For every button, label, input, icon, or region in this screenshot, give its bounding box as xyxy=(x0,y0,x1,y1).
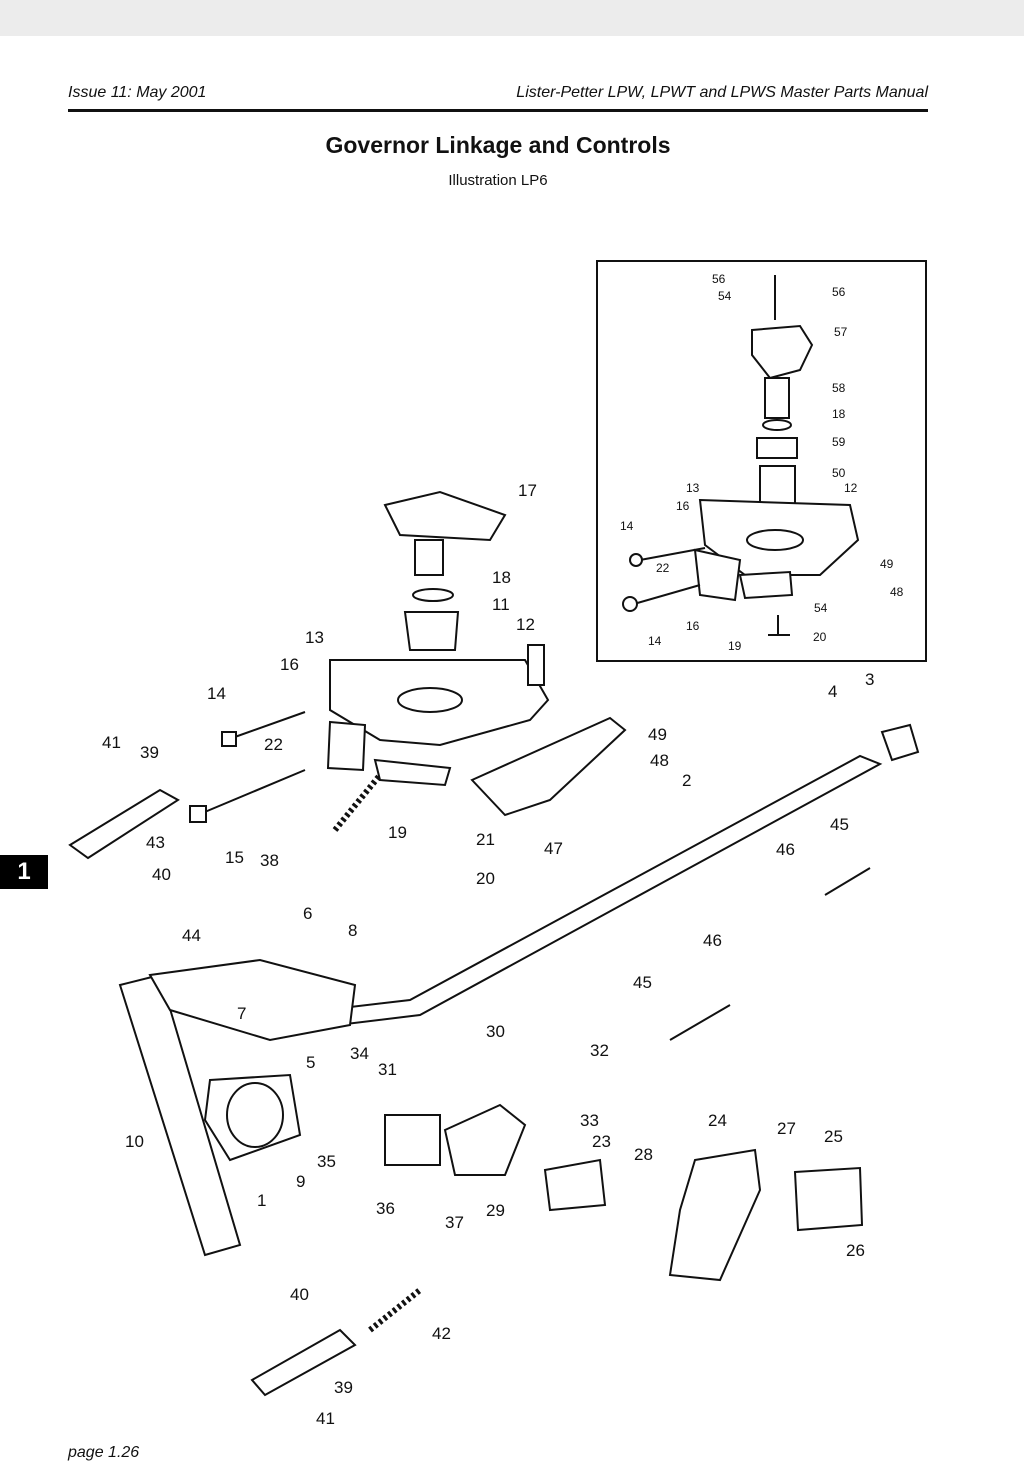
callout-label: 30 xyxy=(486,1022,505,1041)
callout-label: 4 xyxy=(828,682,837,701)
callout-label: 22 xyxy=(264,735,283,754)
callout-label: 39 xyxy=(140,743,159,762)
main-callouts: 17 18 11 13 12 16 14 22 4 3 49 48 2 41 3… xyxy=(102,481,874,1428)
document-page xyxy=(0,36,1024,1469)
illustration-caption: Illustration LP6 xyxy=(448,172,548,189)
callout-label: 8 xyxy=(348,921,357,940)
callout-label: 42 xyxy=(432,1324,451,1343)
callout-label: 15 xyxy=(225,848,244,867)
callout-label: 10 xyxy=(125,1132,144,1151)
inset-callouts: 56 54 56 57 58 18 59 50 13 16 12 14 22 4… xyxy=(620,272,904,653)
callout-label: 57 xyxy=(834,325,848,339)
callout-label: 12 xyxy=(844,481,858,495)
callout-label: 19 xyxy=(388,823,407,842)
callout-label: 2 xyxy=(682,771,691,790)
callout-label: 54 xyxy=(718,289,732,303)
callout-label: 34 xyxy=(350,1044,369,1063)
callout-label: 18 xyxy=(832,407,846,421)
callout-label: 9 xyxy=(296,1172,305,1191)
callout-label: 16 xyxy=(280,655,299,674)
callout-label: 41 xyxy=(102,733,121,752)
callout-label: 16 xyxy=(676,499,690,513)
callout-label: 29 xyxy=(486,1201,505,1220)
callout-label: 11 xyxy=(492,595,510,614)
callout-label: 40 xyxy=(290,1285,309,1304)
callout-label: 45 xyxy=(830,815,849,834)
callout-label: 50 xyxy=(832,466,846,480)
manual-title-header: Lister-Petter LPW, LPWT and LPWS Master … xyxy=(516,84,928,101)
callout-label: 14 xyxy=(648,634,662,648)
header-rule xyxy=(68,109,928,112)
callout-label: 21 xyxy=(476,830,495,849)
callout-label: 3 xyxy=(865,670,874,689)
section-tab[interactable]: 1 xyxy=(0,855,48,889)
callout-label: 1 xyxy=(257,1191,266,1210)
callout-label: 25 xyxy=(824,1127,843,1146)
callout-label: 17 xyxy=(518,481,537,500)
callout-label: 40 xyxy=(152,865,171,884)
callout-label: 44 xyxy=(182,926,201,945)
inset-drawing xyxy=(622,275,860,636)
callout-label: 46 xyxy=(703,931,722,950)
inset-frame xyxy=(596,260,927,662)
callout-label: 18 xyxy=(492,568,511,587)
callout-label: 56 xyxy=(712,272,726,286)
callout-label: 32 xyxy=(590,1041,609,1060)
callout-label: 19 xyxy=(728,639,742,653)
callout-label: 31 xyxy=(378,1060,397,1079)
callout-label: 13 xyxy=(305,628,324,647)
callout-label: 37 xyxy=(445,1213,464,1232)
callout-label: 59 xyxy=(832,435,846,449)
callout-label: 13 xyxy=(686,481,700,495)
callout-label: 49 xyxy=(880,557,894,571)
callout-label: 48 xyxy=(650,751,669,770)
callout-label: 49 xyxy=(648,725,667,744)
callout-label: 14 xyxy=(207,684,226,703)
main-drawing xyxy=(68,490,920,1397)
callout-label: 20 xyxy=(476,869,495,888)
callout-label: 47 xyxy=(544,839,563,858)
callout-label: 36 xyxy=(376,1199,395,1218)
page-title: Governor Linkage and Controls xyxy=(325,132,671,158)
callout-label: 12 xyxy=(516,615,535,634)
callout-label: 27 xyxy=(777,1119,796,1138)
callout-label: 38 xyxy=(260,851,279,870)
callout-label: 41 xyxy=(316,1409,335,1428)
callout-label: 39 xyxy=(334,1378,353,1397)
callout-label: 48 xyxy=(890,585,904,599)
callout-label: 5 xyxy=(306,1053,315,1072)
callout-label: 54 xyxy=(814,601,828,615)
callout-label: 26 xyxy=(846,1241,865,1260)
callout-label: 35 xyxy=(317,1152,336,1171)
page-number: page 1.26 xyxy=(68,1444,140,1461)
callout-label: 23 xyxy=(592,1132,611,1151)
callout-label: 7 xyxy=(237,1004,246,1023)
callout-label: 33 xyxy=(580,1111,599,1130)
callout-label: 58 xyxy=(832,381,846,395)
viewer-top-bar xyxy=(0,0,1024,36)
callout-label: 46 xyxy=(776,840,795,859)
callout-label: 20 xyxy=(813,630,827,644)
callout-label: 28 xyxy=(634,1145,653,1164)
issue-header: Issue 11: May 2001 xyxy=(68,84,207,101)
callout-label: 14 xyxy=(620,519,634,533)
callout-label: 6 xyxy=(303,904,312,923)
callout-label: 16 xyxy=(686,619,700,633)
callout-label: 43 xyxy=(146,833,165,852)
callout-label: 22 xyxy=(656,561,670,575)
callout-label: 45 xyxy=(633,973,652,992)
callout-label: 56 xyxy=(832,285,846,299)
callout-label: 24 xyxy=(708,1111,727,1130)
